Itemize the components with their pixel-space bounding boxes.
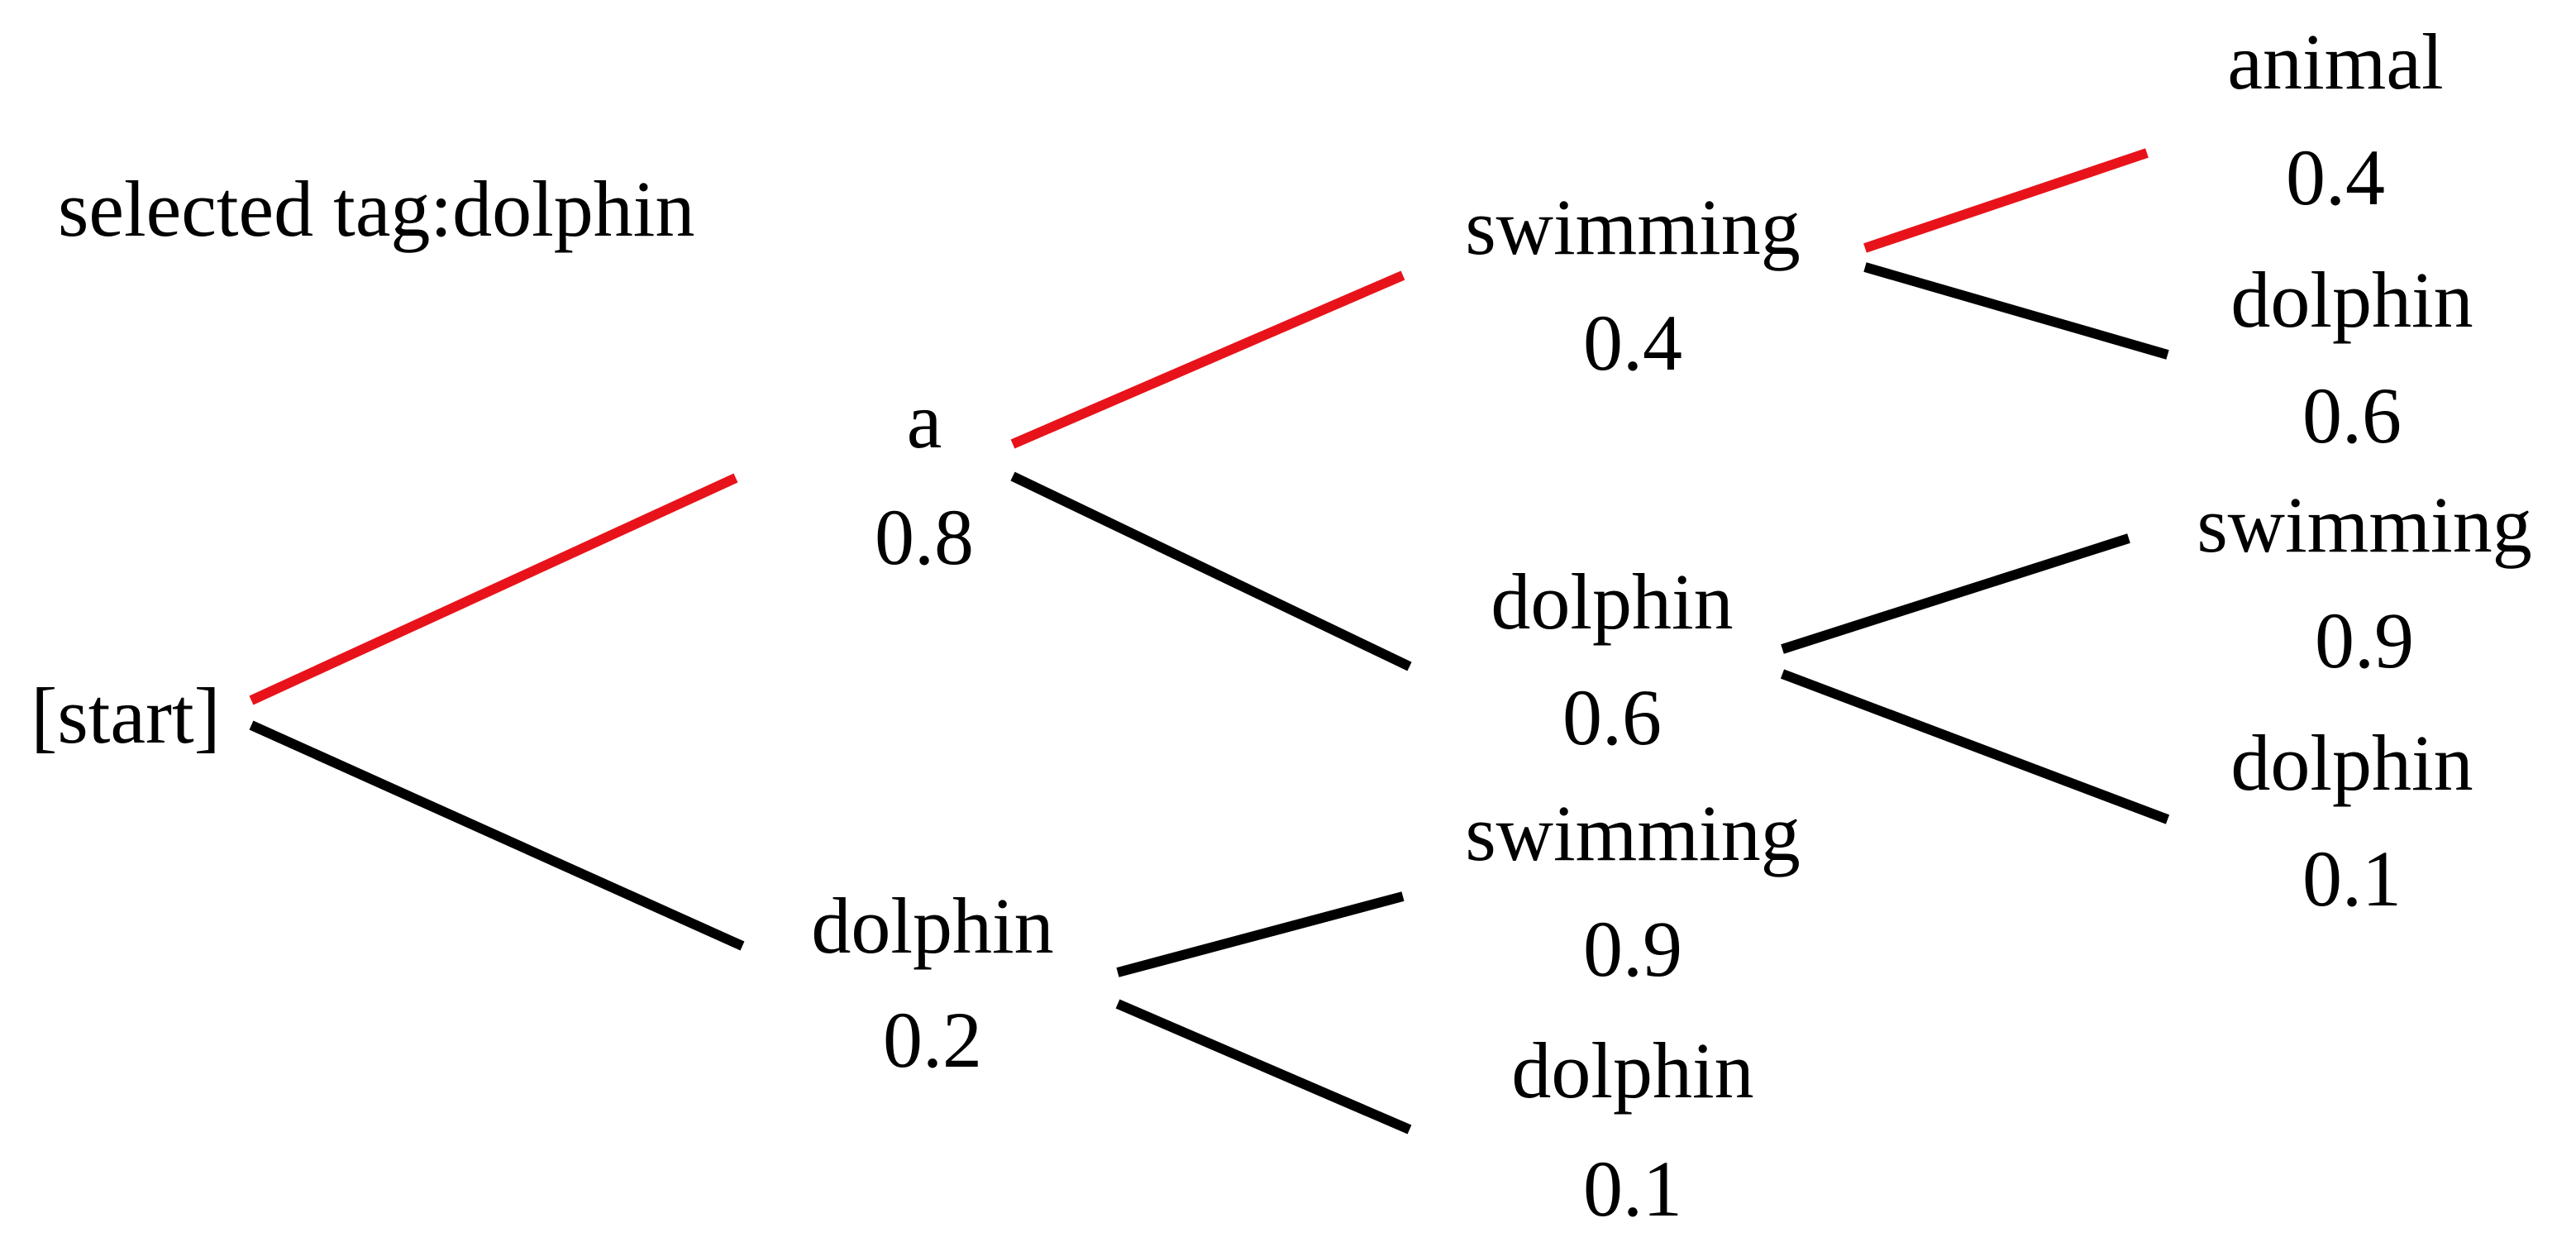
node-dolphin-ad-word: dolphin: [2230, 719, 2473, 807]
node-dolphin-a-prob: 0.6: [1562, 673, 1662, 762]
node-swimming-ad-prob: 0.9: [2315, 596, 2414, 685]
node-dolphin-a-word: dolphin: [1491, 557, 1733, 646]
node-animal-s-prob: 0.4: [2286, 133, 2385, 222]
node-start-word: [start]: [31, 671, 220, 760]
edge-start-to-a-selected: [249, 473, 738, 705]
edge-swimming-a-to-dolphin-s: [1863, 262, 2169, 360]
node-dolphin-s-word: dolphin: [2230, 256, 2473, 344]
node-dolphin-d-prob: 0.1: [1583, 1144, 1682, 1233]
node-animal-s-word: animal: [2227, 17, 2443, 106]
edge-a-to-swimming-a-selected: [1010, 270, 1405, 449]
selected-tag-caption: selected tag:dolphin: [58, 165, 694, 253]
edge-start-to-dolphin-1: [249, 720, 745, 951]
node-swimming-d-word: swimming: [1465, 789, 1800, 877]
node-dolphin-s-prob: 0.6: [2302, 371, 2402, 460]
node-a-prob: 0.8: [875, 493, 974, 581]
node-swimming-ad-word: swimming: [2197, 480, 2531, 569]
node-dolphin-1-prob: 0.2: [883, 996, 982, 1084]
node-swimming-d-prob: 0.9: [1583, 905, 1682, 993]
node-swimming-a-prob: 0.4: [1583, 299, 1682, 387]
edge-a-to-dolphin-a: [1010, 471, 1412, 671]
node-dolphin-d-word: dolphin: [1511, 1026, 1753, 1115]
node-dolphin-1-word: dolphin: [811, 881, 1053, 970]
edge-swimming-a-to-animal-s-selected: [1863, 148, 2149, 253]
edge-dolphin-a-to-swimming-ad: [1781, 533, 2130, 654]
node-a-word: a: [907, 376, 942, 465]
node-swimming-a-word: swimming: [1465, 183, 1800, 271]
tree-edges: [249, 148, 2170, 1135]
edge-dolphin-a-to-dolphin-ad: [1780, 669, 2170, 824]
edge-dolphin-1-to-swimming-d: [1116, 891, 1405, 977]
node-dolphin-ad-prob: 0.1: [2302, 834, 2402, 923]
edge-dolphin-1-to-dolphin-d: [1115, 999, 1412, 1135]
